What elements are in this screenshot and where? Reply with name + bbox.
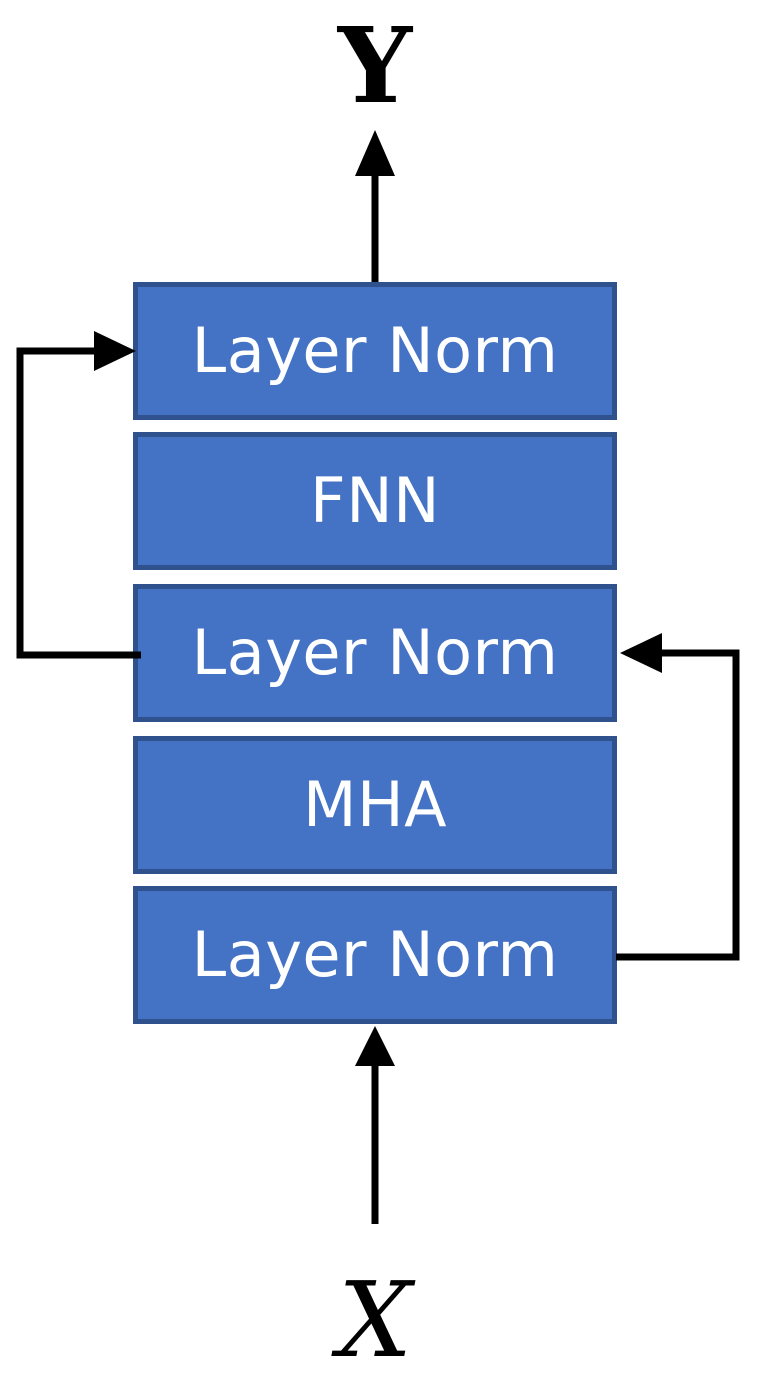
fnn-label: FNN: [310, 464, 440, 537]
output-arrow: [355, 130, 395, 282]
mha-block: MHA: [133, 736, 617, 874]
input-label-x: X: [337, 1259, 413, 1381]
layer-norm-top-block: Layer Norm: [133, 282, 617, 420]
input-arrow: [355, 1026, 395, 1224]
fnn-block: FNN: [133, 432, 617, 570]
residual-connection-right: [616, 633, 740, 961]
layer-norm-bottom-label: Layer Norm: [191, 918, 559, 991]
residual-connection-left: [16, 331, 141, 659]
output-label-y: Y: [337, 4, 413, 127]
layer-norm-middle-label: Layer Norm: [191, 616, 559, 689]
layer-norm-top-label: Layer Norm: [191, 314, 559, 387]
mha-label: MHA: [302, 768, 448, 841]
layer-norm-bottom-block: Layer Norm: [133, 886, 617, 1024]
